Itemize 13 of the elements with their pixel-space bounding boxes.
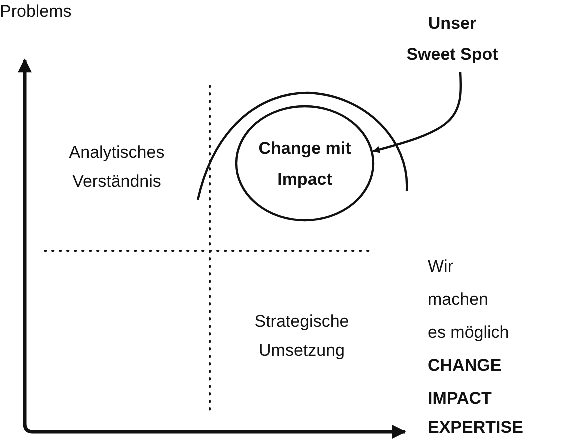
- quadrant-label: Strategische Umsetzung: [254, 311, 350, 362]
- quadrant-label: Analytisches Verständnis: [68, 142, 166, 193]
- axis-label: Problems: [0, 1, 72, 23]
- slogan-text: machen: [428, 289, 488, 311]
- callout-text: Unser Sweet Spot: [406, 13, 500, 66]
- sweet-spot-circle: [235, 105, 375, 222]
- slogan-text: es möglich: [428, 322, 510, 344]
- slogan-text: EXPERTISE: [428, 417, 524, 439]
- curved-arrow: [372, 72, 462, 154]
- slogan-text: Wir: [428, 256, 454, 278]
- circle-label: Change mit Impact: [258, 138, 352, 190]
- slogan-text: CHANGE: [428, 355, 502, 377]
- slogan-text: IMPACT: [428, 388, 492, 410]
